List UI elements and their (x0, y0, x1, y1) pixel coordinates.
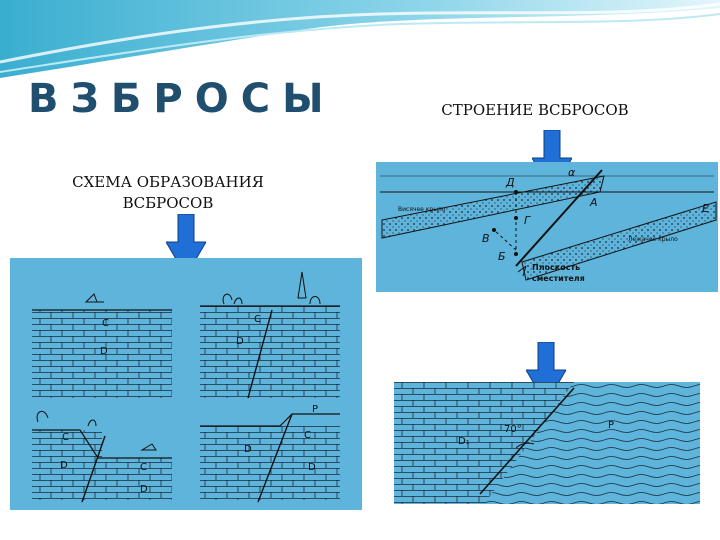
label-fault-plane: Плоскость сместителя (532, 262, 585, 284)
label-c: С (102, 318, 109, 329)
label-g: Г (524, 214, 531, 227)
fault-formation-schema: С D С D С D С D P С D D (10, 258, 362, 510)
label-d: D (244, 444, 252, 455)
label-d: Д (506, 176, 515, 189)
label-c: С (140, 462, 147, 473)
fault-dip-diagram: 70° D₁ P (394, 382, 700, 504)
label-fault-plane-line1: Плоскость (532, 263, 581, 272)
label-c: С (62, 432, 69, 443)
left-section-title: СХЕМА ОБРАЗОВАНИЯ ВСБРОСОВ (18, 172, 318, 214)
quad-top-right (200, 271, 340, 399)
quad-bottom-right (200, 413, 340, 503)
label-e: Е (702, 202, 709, 215)
label-angle: 70° (504, 424, 522, 435)
label-upper-wing: Висячее крыло (398, 206, 446, 213)
label-lower-wing: Лежачее крыло (628, 236, 678, 243)
left-title-line2: ВСБРОСОВ (122, 194, 214, 212)
label-c: С (254, 314, 261, 325)
label-alpha: α (568, 166, 576, 179)
label-d: D (308, 462, 316, 473)
page-title: ВЗБРОСЫ (28, 76, 336, 122)
label-d: D (236, 336, 244, 347)
fault-structure-diagram: α Д А Е Г В Б Висячее крыло Лежачее крыл… (376, 162, 718, 292)
label-c: С (304, 430, 311, 441)
quad-bottom-left (32, 410, 172, 503)
label-p: P (312, 404, 319, 415)
label-d: D (100, 346, 108, 357)
left-title-line1: СХЕМА ОБРАЗОВАНИЯ (72, 173, 264, 191)
label-d: D (140, 484, 148, 495)
label-d: D (60, 460, 68, 471)
label-fault-plane-line2: сместителя (532, 274, 585, 283)
label-a: А (590, 196, 598, 209)
quad-top-left (32, 293, 172, 398)
label-p: P (608, 420, 615, 431)
header-wave (0, 0, 720, 78)
label-b: Б (498, 250, 506, 263)
label-d1: D₁ (458, 436, 470, 447)
right-section-title: СТРОЕНИЕ ВСБРОСОВ (441, 101, 629, 119)
label-v: В (482, 232, 490, 245)
